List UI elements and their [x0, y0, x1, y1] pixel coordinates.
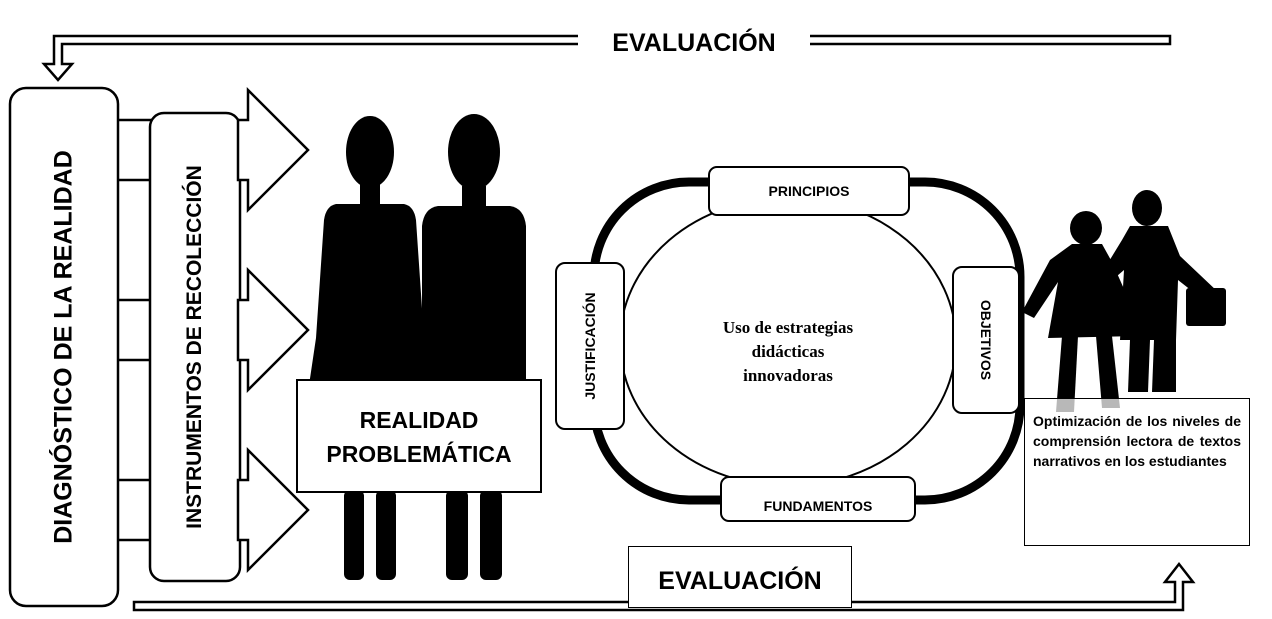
right-arrow-3: [236, 446, 310, 574]
objetivos-label: OBJETIVOS: [978, 299, 994, 381]
evaluacion-bottom-label: EVALUACIÓN: [628, 546, 852, 608]
optimizacion-box: Optimización de los niveles de comprensi…: [1024, 398, 1250, 546]
justificacion-box: [555, 262, 625, 430]
principios-box: PRINCIPIOS: [708, 166, 910, 216]
realidad-line2: PROBLEMÁTICA: [326, 441, 512, 467]
right-arrow-2: [236, 266, 310, 394]
diagnostico-box: [8, 86, 120, 608]
center-line3: innovadoras: [743, 366, 833, 385]
evaluacion-top-label: EVALUACIÓN: [578, 24, 810, 66]
right-arrow-1: [236, 86, 310, 214]
walking-couple-silhouette: [1022, 190, 1226, 412]
man-silhouette: [422, 114, 526, 580]
fundamentos-text: FUNDAMENTOS: [763, 498, 873, 514]
realidad-problematica-box: REALIDAD PROBLEMÁTICA: [296, 379, 542, 493]
center-line1: Uso de estrategias: [722, 318, 854, 337]
diagnostico-label: DIAGNÓSTICO DE LA REALIDAD: [49, 150, 78, 544]
justificacion-label: JUSTIFICACIÓN: [582, 292, 598, 400]
evaluacion-bottom-text: EVALUACIÓN: [658, 567, 822, 595]
optimizacion-text: Optimización de los niveles de comprensi…: [1033, 413, 1241, 469]
center-strategy-text: Uso de estrategias didácticas innovadora…: [702, 316, 874, 388]
center-line2: didácticas: [751, 342, 825, 361]
fundamentos-box: FUNDAMENTOS: [720, 476, 916, 522]
principios-text: PRINCIPIOS: [768, 183, 850, 199]
evaluacion-top-text: EVALUACIÓN: [612, 29, 776, 57]
objetivos-box: [952, 266, 1020, 414]
realidad-line1: REALIDAD: [359, 407, 479, 433]
woman-silhouette: [308, 116, 432, 580]
instrumentos-label: INSTRUMENTOS DE RECOLECCIÓN: [183, 165, 206, 529]
